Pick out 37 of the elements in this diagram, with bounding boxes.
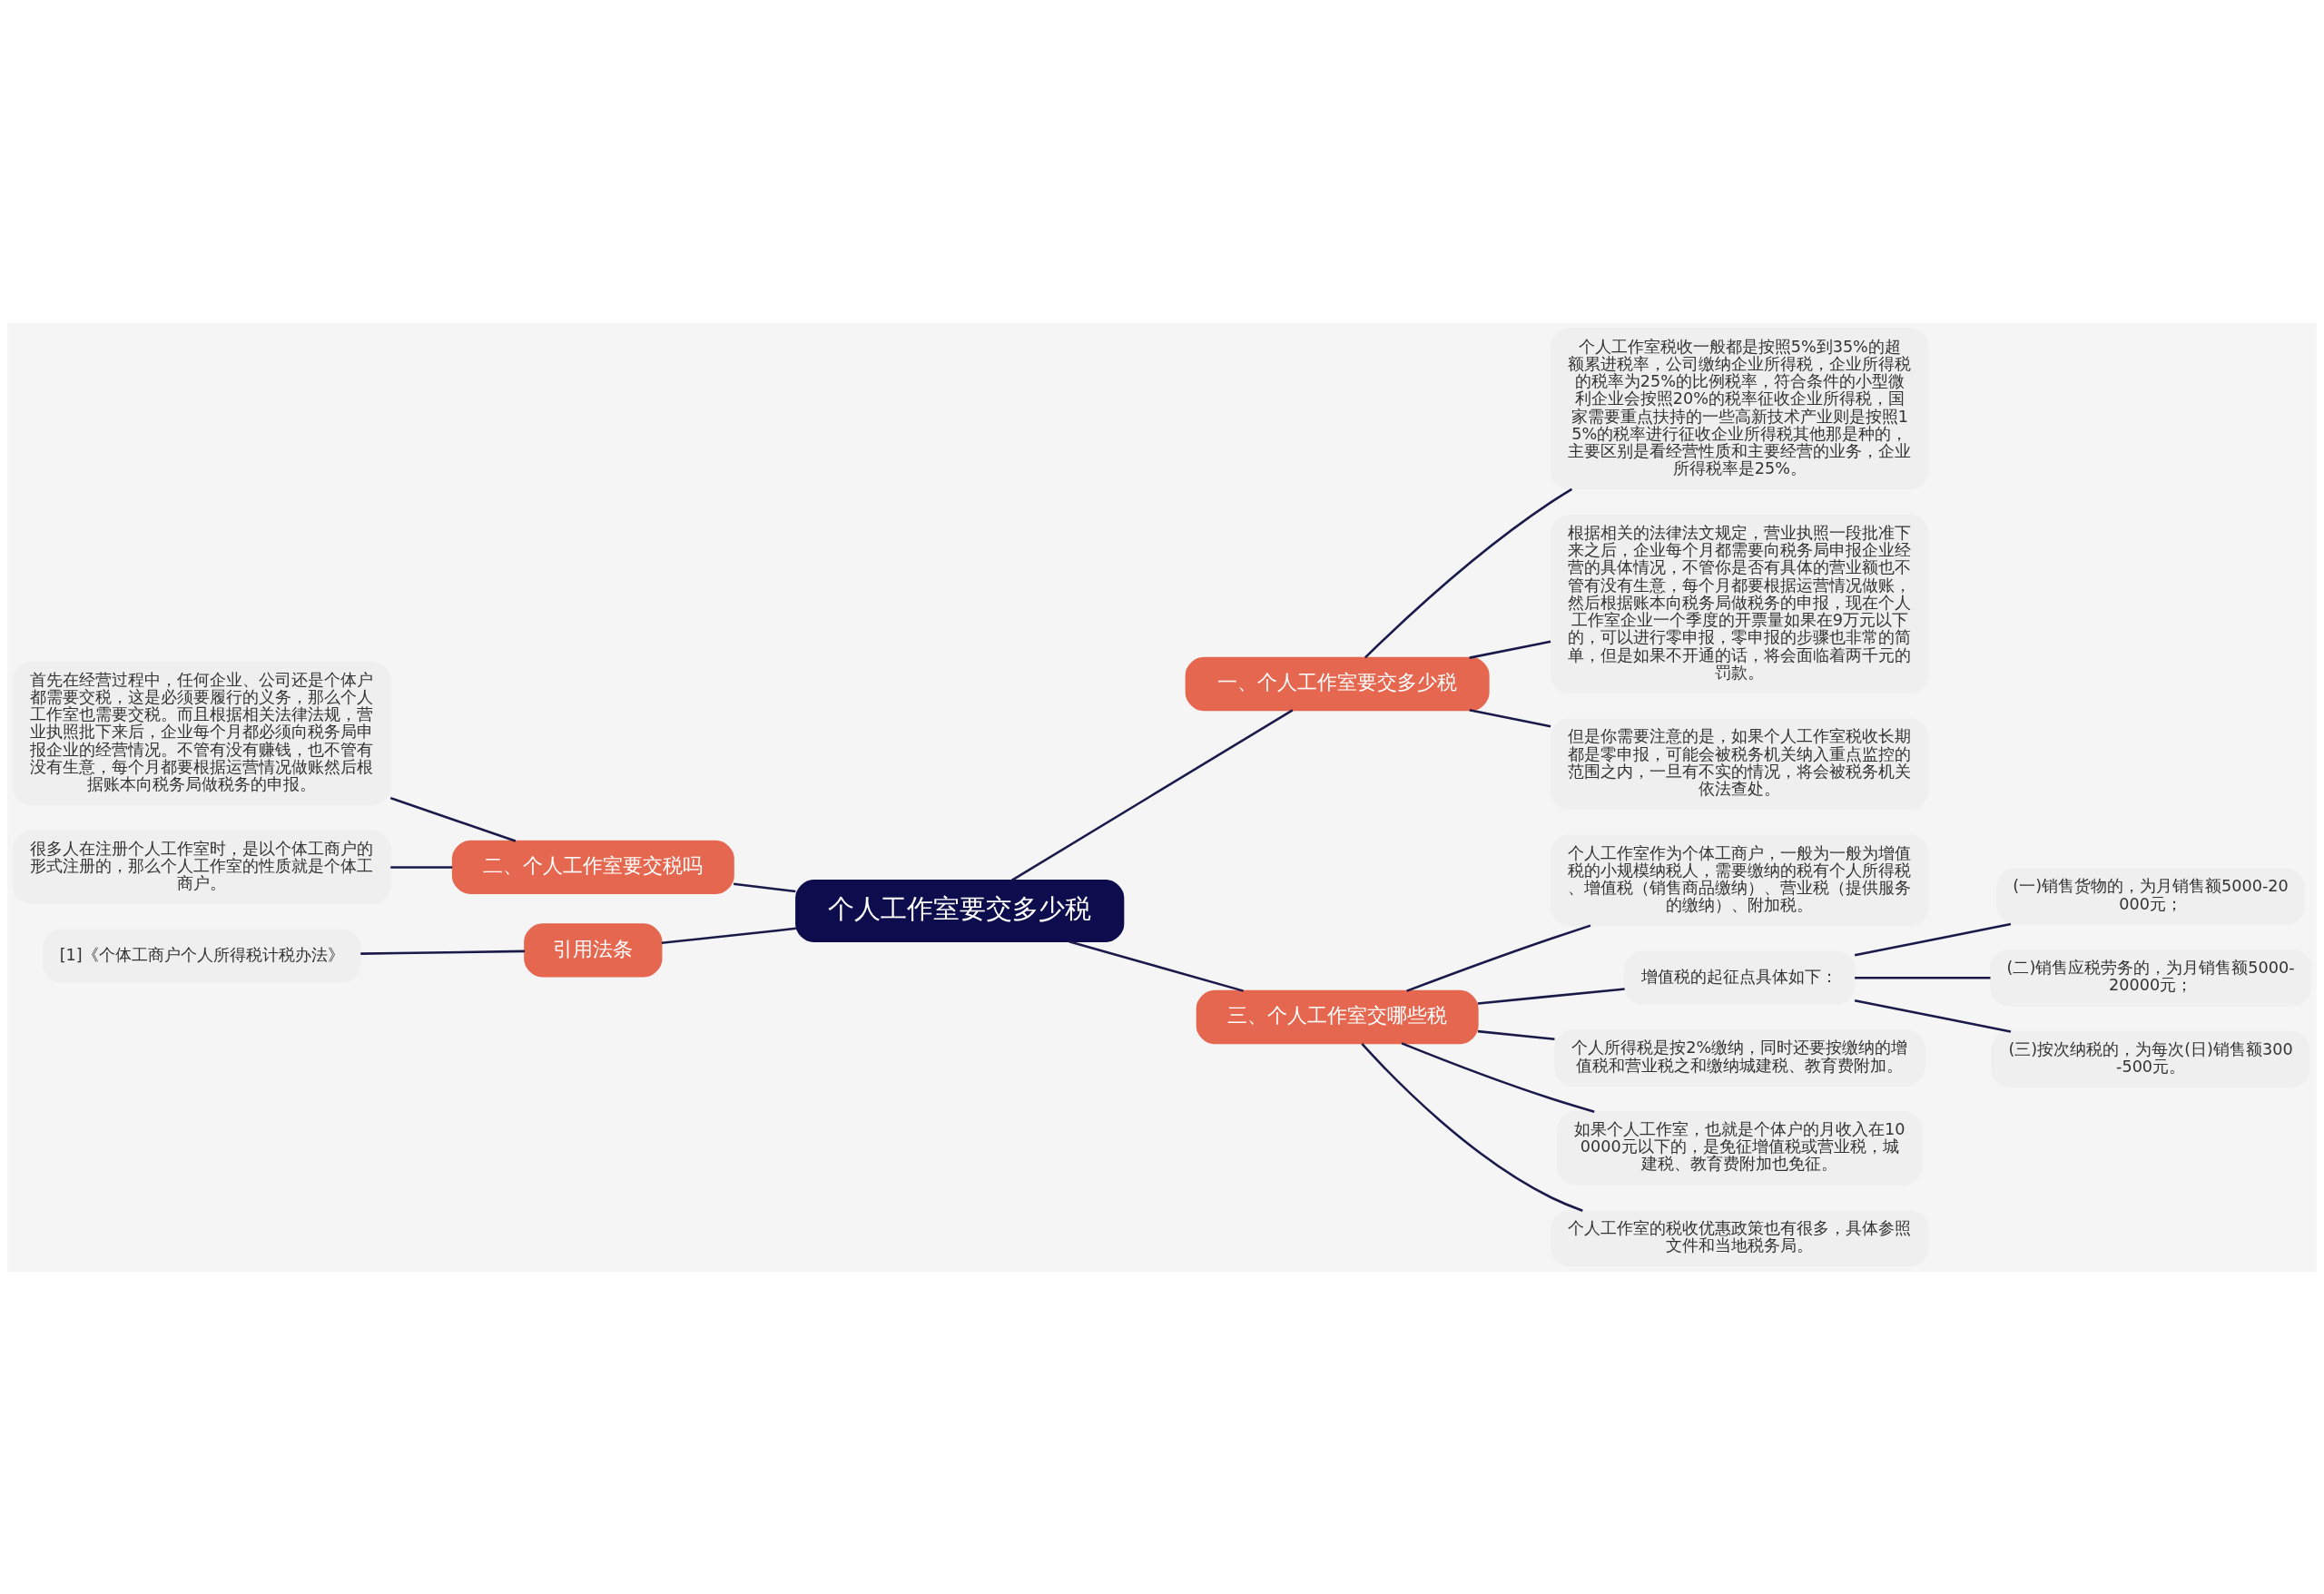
connector xyxy=(1406,923,1591,992)
node-box: 引用法条 xyxy=(524,922,663,977)
connector xyxy=(1401,1041,1595,1113)
node-box: 增值税的起征点具体如下： xyxy=(1623,950,1856,1005)
node-box: 首先在经营过程中，任何企业、公司还是个体户都需要交税，这是必须要履行的义务，那么个人工作室也需要交税。而且根据相关法律法规，营业执照批下来后，企业每个月都必须向税务局申报企业的经营情况。不管有没有赚钱，也不管有没有生意，每个月都要根据运营情况做账然后根据账本向税务局做税务的申报。 xyxy=(12,661,391,805)
connector xyxy=(733,882,796,892)
connector xyxy=(1855,976,1991,979)
connector xyxy=(1469,708,1551,727)
connector xyxy=(1854,922,2012,956)
connector xyxy=(1361,1042,1583,1212)
connector xyxy=(360,950,525,955)
connector xyxy=(390,865,453,869)
node-box: 个人所得税是按2%缴纳，同时还要按缴纳的增值税和营业税之和缴纳城建税、教育费附加。 xyxy=(1553,1028,1925,1087)
node-box: [1]《个体工商户个人所得税计税办法》 xyxy=(42,929,361,983)
node-box: 个人工作室税收一般都是按照5%到35%的超额累进税率，公司缴纳企业所得税，企业所得税的税率为25%的比例税率，符合条件的小型微利企业会按照20%的税率征收企业所得税，国家需要重点扶持的一些高新技术产业则是按照15%的税率进行征收企业所得税其他那是种的，主要区别是看经营性质和主要经营的业务，企业所得税率是25%。 xyxy=(1550,328,1929,489)
node-box: 个人工作室要交多少税 xyxy=(795,879,1125,942)
connector xyxy=(389,796,517,842)
node-box: 个人工作室的税收优惠政策也有很多，具体参照文件和当地税务局。 xyxy=(1550,1209,1929,1266)
connector xyxy=(661,927,796,944)
node-box: (三)按次纳税的，为每次(日)销售额300-500元。 xyxy=(1991,1030,2310,1087)
connector xyxy=(1854,999,2012,1033)
node-box: 很多人在注册个人工作室时，是以个体工商户的形式注册的，那么个人工作室的性质就是个体工商户。 xyxy=(12,830,391,904)
connector xyxy=(1477,987,1625,1005)
connector xyxy=(1068,940,1244,992)
connector xyxy=(1477,1029,1555,1040)
node-box: 二、个人工作室要交税吗 xyxy=(451,840,734,894)
node-box: 但是你需要注意的是，如果个人工作室税收长期都是零申报，可能会被税务机关纳入重点监控的范围之内，一旦有不实的情况，将会被税务机关依法查处。 xyxy=(1550,717,1929,810)
node-box: 一、个人工作室要交多少税 xyxy=(1185,656,1490,711)
connector xyxy=(1469,639,1551,659)
node-box: 三、个人工作室交哪些税 xyxy=(1196,989,1479,1044)
connector xyxy=(1010,708,1294,881)
connector xyxy=(1364,487,1573,658)
node-box: 个人工作室作为个体工商户，一般为一般为增值税的小规模纳税人，需要缴纳的税有个人所得税、增值税（销售商品缴纳）、营业税（提供服务的缴纳）、附加税。 xyxy=(1550,833,1929,926)
node-box: (二)销售应税劳务的，为月销售额5000-20000元； xyxy=(1989,949,2312,1006)
node-box: (一)销售货物的，为月销售额5000-20000元； xyxy=(1996,867,2305,925)
node-box: 如果个人工作室，也就是个体户的月收入在100000元以下的，是免征增值税或营业税，城建税、教育费附加也免征。 xyxy=(1557,1110,1923,1186)
node-box: 根据相关的法律法文规定，营业执照一段批准下来之后，企业每个月都需要向税务局申报企业经营的具体情况，不管你是否有具体的营业额也不管有没有生意，每个月都要根据运营情况做账，然后根据账本向税务局做税务的申报，现在个人工作室企业一个季度的开票量如果在9万元以下的，可以进行零申报，零申报的步骤也非常的简单，但是如果不开通的话，将会面临着两千元的罚款。 xyxy=(1550,514,1929,694)
